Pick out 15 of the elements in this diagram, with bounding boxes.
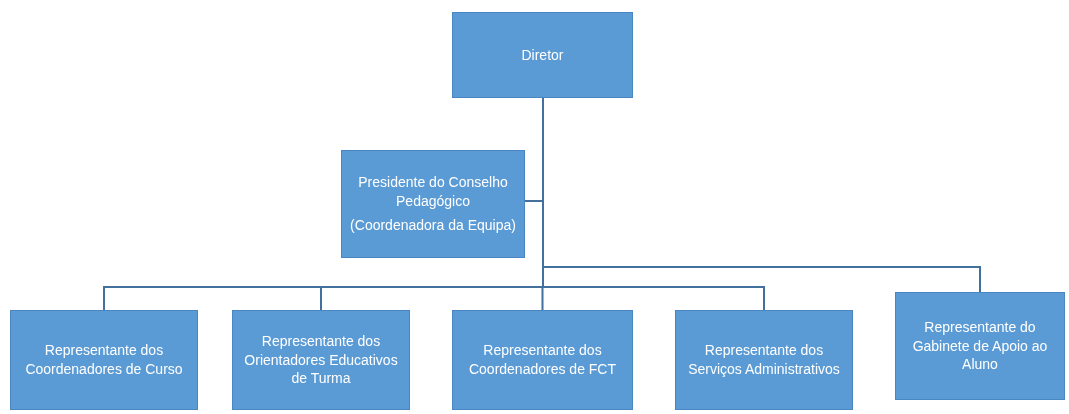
role-box (232, 310, 410, 410)
role-title: (Coordenadora da Equipa) (350, 216, 516, 236)
role-title: Representante dos Coordenadores de Curso (24, 341, 184, 379)
role-box (452, 310, 633, 410)
role-box (675, 310, 853, 410)
staff-box (341, 150, 525, 258)
role-box (452, 12, 633, 98)
role-title: Representante dos Serviços Administrativos (687, 341, 841, 379)
role-title: Representante dos Coordenadores de FCT (467, 341, 618, 379)
role-title: Diretor (521, 45, 564, 65)
role-title: Representante do Gabinete de Apoio ao Aluno (911, 317, 1049, 375)
role-title: Presidente do Conselho Pedagógico (357, 172, 509, 211)
role-box (10, 310, 198, 410)
role-box (895, 292, 1065, 400)
role-title: Representante dos Orientadores Educativos de Turma (243, 331, 399, 389)
